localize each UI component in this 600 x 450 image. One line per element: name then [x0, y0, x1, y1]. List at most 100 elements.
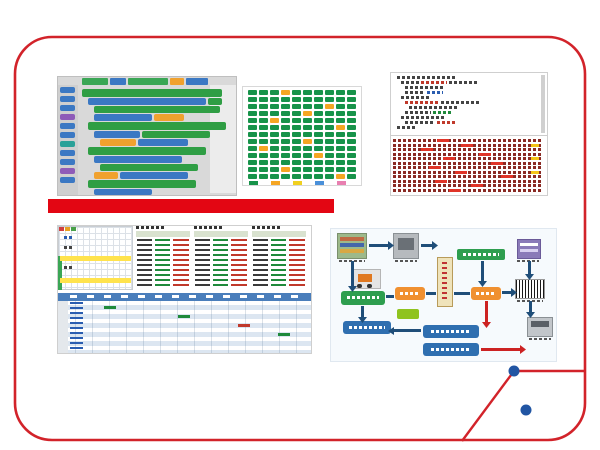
grid-cell: [325, 104, 334, 109]
link-column: [70, 302, 83, 352]
log-line: [393, 162, 542, 165]
grid-cell: [281, 90, 290, 95]
log-highlight: [491, 162, 503, 165]
grid-cell: [303, 167, 312, 172]
code-block: [88, 98, 206, 105]
grid-cell: [314, 174, 323, 179]
scanner-detail: [531, 321, 549, 327]
arrow-shaft: [369, 244, 389, 247]
num-column: [253, 239, 268, 289]
grid-cell: [292, 146, 301, 151]
grid-cell: [259, 146, 268, 151]
grid-cell: [259, 139, 268, 144]
grid-cell: [303, 153, 312, 158]
grid-cell: [281, 104, 290, 109]
code-line: [397, 126, 417, 129]
box-label: [463, 253, 499, 256]
log-line: [393, 139, 542, 142]
gantt-label: [64, 266, 74, 269]
log-highlight: [429, 166, 441, 169]
code-line: [401, 81, 419, 84]
code-line: [421, 81, 447, 84]
arrow-head-red: [520, 345, 526, 354]
table-header-bar: [194, 231, 248, 237]
grid-cell: [314, 90, 323, 95]
grid-cell: [270, 118, 279, 123]
arrow-head-red: [482, 322, 491, 328]
forklift-body: [358, 274, 372, 282]
log-line: [393, 157, 542, 160]
arrow-shaft-red: [485, 301, 488, 323]
grid-cell: [347, 111, 356, 116]
grid-cell: [347, 90, 356, 95]
num-column: [271, 239, 286, 289]
grid-cell: [259, 111, 268, 116]
grid-cell: [336, 139, 345, 144]
grid-cell: [259, 125, 268, 130]
grid-cell: [336, 167, 345, 172]
grid-cell: [248, 139, 257, 144]
num-column: [173, 239, 189, 289]
code-block: [88, 147, 206, 155]
legend-chip: [315, 181, 324, 185]
shelf-row: [340, 237, 364, 241]
palette-block: [60, 168, 75, 174]
grid-cell: [292, 125, 301, 130]
grid-cell: [292, 111, 301, 116]
log-highlight: [461, 144, 473, 147]
red-stripe: [48, 199, 334, 213]
arrow-shaft: [421, 244, 433, 247]
arrow-shaft: [393, 329, 421, 332]
code-line: [405, 101, 439, 104]
grid-cell: [248, 118, 257, 123]
grid-cell: [270, 139, 279, 144]
gantt-bar: [58, 256, 62, 290]
products-detail: [520, 243, 538, 246]
grid-cell: [259, 160, 268, 165]
code-block: [94, 189, 152, 195]
grid-cell: [325, 125, 334, 130]
arrow-shaft: [351, 261, 354, 287]
palette-block: [60, 177, 75, 183]
code-line: [405, 121, 435, 124]
grid-cell: [325, 118, 334, 123]
shelf-row: [340, 249, 364, 253]
grid-cell: [248, 97, 257, 102]
grid-cell: [270, 125, 279, 130]
grid-cell: [248, 160, 257, 165]
gantt-label: [64, 236, 74, 239]
grid-cell: [248, 174, 257, 179]
image-caption: [395, 260, 417, 262]
grid-cell: [303, 104, 312, 109]
grid-cell: [281, 97, 290, 102]
grid-cell: [325, 139, 334, 144]
grid-cell: [259, 153, 268, 158]
image-caption: [529, 338, 551, 340]
grid-cell: [281, 153, 290, 158]
log-highlight: [435, 180, 447, 183]
grid-cell: [259, 97, 268, 102]
grid-cell: [303, 146, 312, 151]
grid-cell: [325, 97, 334, 102]
log-highlight: [531, 171, 539, 174]
log-line: [393, 184, 542, 187]
log-highlight: [449, 189, 461, 192]
box-label: [400, 292, 420, 295]
num-column: [289, 239, 305, 289]
data-table-body: [58, 301, 311, 353]
grid-cell: [314, 167, 323, 172]
grid-cell: [292, 104, 301, 109]
palette-block: [60, 105, 75, 111]
grid-cell: [303, 90, 312, 95]
header-labels: [70, 295, 308, 298]
grid-cell: [248, 132, 257, 137]
grid-cell: [303, 118, 312, 123]
grid-cell: [336, 174, 345, 179]
grid-cell: [314, 132, 323, 137]
grid-cell: [281, 125, 290, 130]
palette-block: [60, 96, 75, 102]
log-highlight: [531, 144, 539, 147]
grid-cell: [259, 118, 268, 123]
palette-block: [60, 87, 75, 93]
grid-cell: [248, 146, 257, 151]
